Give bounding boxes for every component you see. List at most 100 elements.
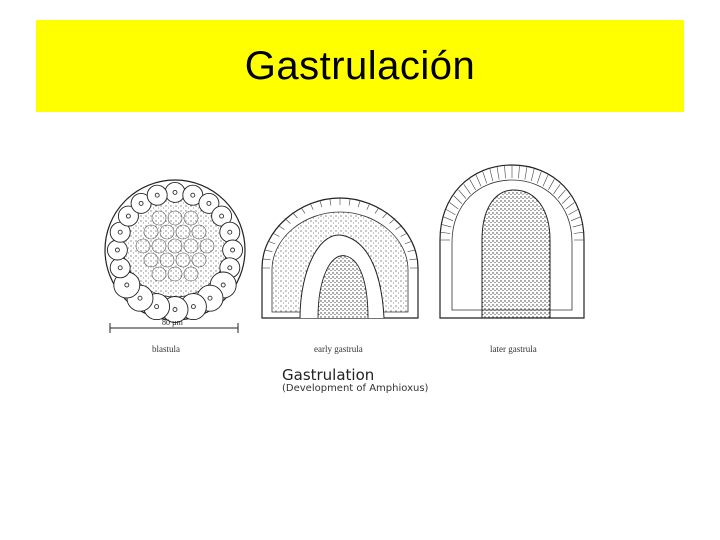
cell-wall xyxy=(565,202,575,210)
cell-wall xyxy=(453,195,463,204)
cell-nucleus xyxy=(207,295,213,301)
cell-wall xyxy=(277,225,285,230)
stage-label-blastula: blastula xyxy=(152,344,180,354)
inner-cell xyxy=(167,238,183,254)
cell-wall xyxy=(357,200,361,208)
cell-wall xyxy=(319,200,323,208)
cell-nucleus xyxy=(227,229,233,235)
inner-cell xyxy=(159,252,175,268)
cell-wall xyxy=(366,203,371,210)
cell-wall xyxy=(382,212,388,219)
cell-wall xyxy=(264,249,273,252)
inner-cell xyxy=(151,210,167,226)
cell-nucleus xyxy=(117,229,123,235)
cell-wall xyxy=(504,165,506,179)
cell-wall xyxy=(463,184,471,195)
cell-nucleus xyxy=(206,200,212,206)
cell-nucleus xyxy=(227,265,233,271)
cell-wall xyxy=(300,207,306,214)
cell-wall xyxy=(482,171,488,184)
cell-nucleus xyxy=(154,304,160,310)
cell-wall xyxy=(573,231,584,234)
scale-bar-label: 80 µm xyxy=(162,318,183,327)
scale-bar xyxy=(109,323,239,333)
cell-wall xyxy=(542,174,549,187)
cell-wall xyxy=(348,198,351,206)
inner-cell xyxy=(175,224,191,240)
cell-wall xyxy=(441,224,452,228)
cell-wall xyxy=(548,179,555,190)
cell-nucleus xyxy=(219,213,225,219)
inner-cell xyxy=(167,210,183,226)
inner-cell xyxy=(183,210,199,226)
inner-cell xyxy=(167,266,183,282)
cell-nucleus xyxy=(190,304,196,310)
cell-wall xyxy=(395,225,403,230)
inner-cell xyxy=(143,224,159,240)
blastula-drawing xyxy=(104,179,246,323)
cell-nucleus xyxy=(172,189,178,195)
cell-wall xyxy=(572,224,583,228)
cell-wall xyxy=(458,189,467,199)
cell-wall xyxy=(489,168,494,182)
cell-wall xyxy=(469,179,476,190)
cell-wall xyxy=(267,240,276,245)
cell-nucleus xyxy=(138,200,144,206)
cell-wall xyxy=(407,249,416,252)
inner-cell xyxy=(183,238,199,254)
cell-nucleus xyxy=(117,265,123,271)
cell-wall xyxy=(446,209,456,216)
cell-wall xyxy=(292,212,298,219)
slide-title: Gastrulación xyxy=(244,43,476,88)
cell-wall xyxy=(553,184,561,195)
cell-wall xyxy=(389,218,396,224)
cell-nucleus xyxy=(114,247,120,253)
cell-wall xyxy=(449,202,459,210)
cell-nucleus xyxy=(137,295,143,301)
cell-wall xyxy=(518,165,520,179)
cell-wall xyxy=(404,240,413,245)
inner-cell xyxy=(135,238,151,254)
cell-wall xyxy=(262,258,271,261)
inner-cell xyxy=(191,224,207,240)
cell-wall xyxy=(475,174,482,187)
cell-wall xyxy=(496,166,500,180)
cell-wall xyxy=(530,168,535,182)
cell-nucleus xyxy=(220,282,226,288)
cell-wall xyxy=(400,232,408,237)
cell-wall xyxy=(309,203,314,210)
inner-cell xyxy=(191,252,207,268)
stage-label-later-gastrula: later gastrula xyxy=(490,344,537,354)
cell-wall xyxy=(524,166,528,180)
inner-cell xyxy=(199,238,215,254)
cell-wall xyxy=(557,189,566,199)
cell-wall xyxy=(329,198,332,206)
cell-nucleus xyxy=(230,247,236,253)
inner-cell xyxy=(175,252,191,268)
cell-nucleus xyxy=(190,192,196,198)
cell-wall xyxy=(561,195,571,204)
cell-nucleus xyxy=(124,282,130,288)
inner-cell xyxy=(151,238,167,254)
cell-wall xyxy=(443,216,454,222)
cell-wall xyxy=(440,231,451,234)
inner-cell xyxy=(143,252,159,268)
cell-wall xyxy=(409,258,418,261)
cell-wall xyxy=(570,216,581,222)
cell-wall xyxy=(568,209,578,216)
cell-wall xyxy=(536,171,542,184)
inner-cell xyxy=(159,224,175,240)
cell-wall xyxy=(272,232,280,237)
later-gastrula-drawing xyxy=(439,164,585,319)
stage-label-early-gastrula: early gastrula xyxy=(314,344,363,354)
early-gastrula-drawing xyxy=(261,197,419,319)
cell-nucleus xyxy=(172,307,178,312)
title-bar: Gastrulación xyxy=(36,20,684,112)
cell-nucleus xyxy=(125,213,131,219)
cell-wall xyxy=(374,207,380,214)
cell-wall xyxy=(284,218,291,224)
inner-cell xyxy=(151,266,167,282)
figure-caption: Gastrulation xyxy=(282,366,375,384)
inner-cell xyxy=(183,266,199,282)
